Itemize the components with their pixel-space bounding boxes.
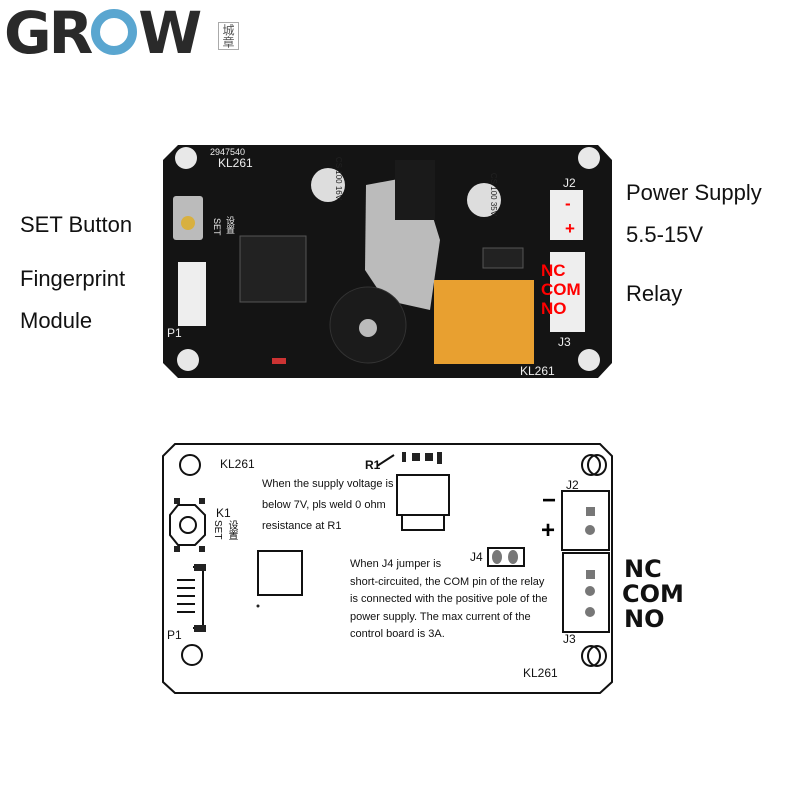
- relay-no-pin: NO: [541, 299, 567, 318]
- diagram-p1: P1: [167, 628, 182, 642]
- pcb-model-top: KL261: [218, 156, 253, 170]
- pcb-model-bottom: KL261: [520, 364, 555, 378]
- logo-text-left: GR: [4, 0, 93, 67]
- diagram-j3: J3: [563, 632, 576, 646]
- diagram-fills: [174, 452, 442, 632]
- diagram-minus: −: [542, 487, 557, 514]
- fingerprint-o-icon: [91, 9, 138, 55]
- diagram-r1: R1: [365, 458, 381, 472]
- pcb-j3: J3: [558, 335, 571, 349]
- note-line: control board is 3A.: [350, 628, 445, 640]
- pcb-serial: 2947540: [210, 147, 246, 157]
- grow-logo: GR W: [4, 0, 202, 67]
- note-line: When J4 jumper is: [350, 558, 442, 570]
- note-line: below 7V, pls weld 0 ohm: [262, 499, 386, 511]
- pcb-j2: J2: [563, 176, 576, 190]
- note-line: short-circuited, the COM pin of the rela…: [350, 575, 545, 588]
- fingerprint-callout-line2: Module: [20, 308, 93, 333]
- capacitor-16v: CS 100 16V: [334, 156, 344, 201]
- diagram-j4: J4: [470, 550, 483, 564]
- diagram-set: SET: [212, 520, 223, 540]
- note-line: is connected with the positive pole of t…: [350, 593, 548, 605]
- connector-pins: [492, 507, 595, 617]
- diagram-plus: +: [541, 517, 556, 544]
- r1-note: When the supply voltage is below 7V, pls…: [262, 474, 393, 537]
- diagram-set-cn: 设置: [226, 520, 237, 540]
- diagram-model-bottom: KL261: [523, 666, 558, 680]
- pcb-p1: P1: [167, 326, 182, 340]
- note-line: resistance at R1: [262, 520, 342, 532]
- pcb-set-cn: 设置: [225, 216, 235, 234]
- diagram-j2: J2: [566, 478, 579, 492]
- power-supply-callout: Power Supply: [626, 180, 762, 205]
- note-line: When the supply voltage is: [262, 478, 394, 490]
- fingerprint-callout-line1: Fingerprint: [20, 266, 126, 291]
- relay-com-pin: COM: [541, 280, 581, 299]
- diagram-nc: NC: [624, 555, 662, 583]
- relay-nc-pin: NC: [541, 261, 566, 280]
- voltage-range-callout: 5.5-15V: [626, 222, 704, 247]
- diagram-com: COM: [622, 580, 684, 608]
- relay-callout: Relay: [626, 281, 683, 306]
- logo-chinese-seal: 城章: [218, 22, 239, 50]
- pcb-outline-diagram: [162, 443, 613, 694]
- logo-text-right: W: [138, 0, 202, 67]
- power-minus-pin: -: [565, 194, 571, 213]
- capacitor-35v: CS 100 35V: [489, 172, 499, 217]
- diagram-no: NO: [624, 605, 665, 633]
- set-button-callout: SET Button: [20, 212, 133, 237]
- pcb-set: SET: [212, 218, 222, 236]
- diagram-k1: K1: [216, 506, 231, 520]
- power-plus-pin: +: [565, 219, 575, 238]
- pcb-photo: [163, 145, 612, 378]
- note-line: power supply. The max current of the: [350, 610, 531, 623]
- j4-note: When J4 jumper is short-circuited, the C…: [350, 556, 548, 644]
- diagram-model-top: KL261: [220, 457, 255, 471]
